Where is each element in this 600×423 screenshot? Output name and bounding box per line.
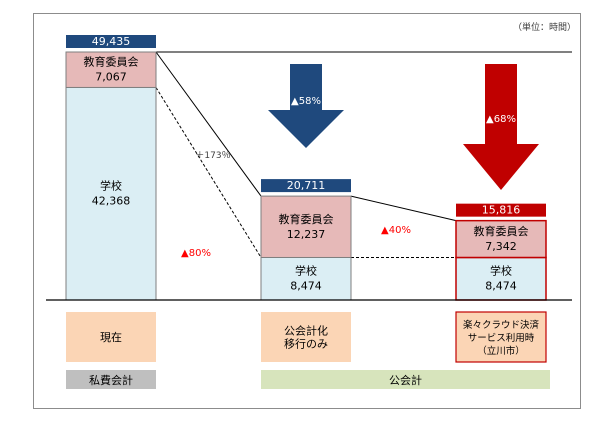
bar-board-1 [260,195,352,258]
category-label-1-0: 公会計化 [284,324,328,338]
connector-total-2 [350,195,457,222]
category-label-1-1: 移行のみ [284,338,328,351]
board-value-label-0: 7,067 [95,71,127,84]
group-box-public [261,370,550,389]
board-name-label-2: 教育委員会 [474,224,529,238]
total-box-2 [456,203,546,217]
annotation-board-change: ＋173％ [195,150,230,161]
school-value-label-1: 8,474 [290,280,322,293]
unit-note: （単位：時間） [513,21,576,33]
category-box-1 [261,312,351,362]
total-label-0: 49,435 [92,35,131,48]
total-box-1 [261,179,351,193]
total-label-1: 20,711 [287,179,326,192]
annotation-school-change: ▲80% [181,248,211,259]
connector-school-1 [155,87,262,258]
school-name-label-1: 学校 [295,264,317,278]
bar-board-0 [65,51,157,88]
annotation-board-change-2: ▲40% [381,225,411,236]
board-value-label-1: 12,237 [287,228,326,241]
bar-board-2 [455,219,547,259]
total-box-0 [66,35,156,48]
category-box-2 [455,311,547,363]
bar-school-0 [65,86,157,301]
board-name-label-1: 教育委員会 [279,212,334,226]
reduction-arrow-1 [268,64,344,148]
board-value-label-2: 7,342 [485,240,517,253]
group-label-public: 公会計 [389,373,422,387]
reduction-arrow-2 [463,64,539,190]
reduction-label-2: ▲68% [486,114,516,125]
group-label-private: 私費会計 [89,373,133,387]
board-name-label-0: 教育委員会 [84,55,139,69]
category-label-2-2: （立川市） [477,345,525,357]
category-label-2-1: サービス利用時 [468,332,535,344]
school-name-label-2: 学校 [490,264,512,278]
school-value-label-2: 8,474 [485,280,517,293]
connector-total-1 [155,51,262,197]
school-value-label-0: 42,368 [92,195,131,208]
group-box-private [66,370,156,389]
reduction-label-1: ▲58% [291,96,321,107]
school-name-label-0: 学校 [100,179,122,193]
category-box-0 [66,312,156,362]
category-label-2-0: 楽々クラウド決済 [463,319,540,331]
category-label-0-0: 現在 [100,331,122,344]
total-label-2: 15,816 [482,204,521,217]
